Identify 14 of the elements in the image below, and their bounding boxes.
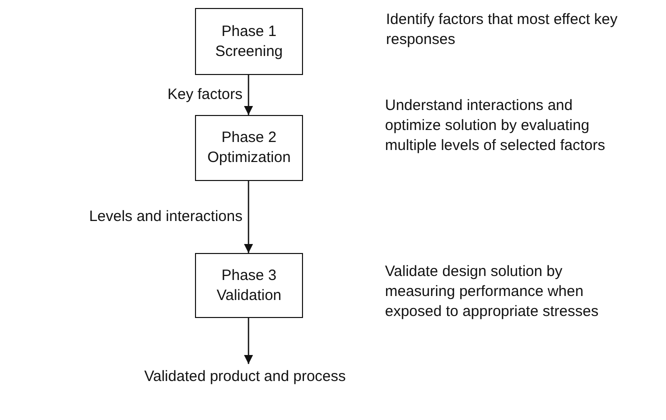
description-text: Identify factors that most effect key responses (386, 10, 618, 50)
box-label: Phase 1 Screening (214, 22, 284, 62)
process-box (195, 115, 303, 181)
arrow (244, 181, 253, 253)
description-text: Understand interactions and optimize solution by evaluating multiple levels of selected factors (385, 96, 606, 156)
box-label: Phase 3 Validation (216, 266, 282, 306)
box-label: Phase 2 Optimization (207, 128, 291, 168)
arrow (244, 318, 253, 364)
arrow (244, 75, 253, 115)
process-box (195, 8, 303, 75)
outcome-text: Validated product and process (144, 367, 346, 387)
description-text: Validate design solution by measuring performance when exposed to appropriate stresses (385, 262, 600, 322)
process-box (195, 253, 303, 318)
edge-label: Key factors (167, 86, 242, 104)
